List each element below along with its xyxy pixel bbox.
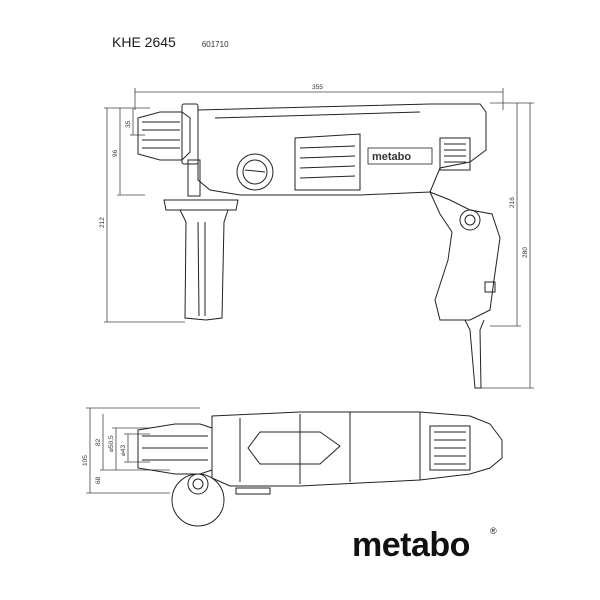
dimension-lines — [86, 88, 534, 494]
dimension-labels: 355 35 96 212 216 280 105 82 68 ⌀50,5 ⌀4… — [82, 84, 529, 484]
dim-82: 82 — [95, 438, 102, 446]
side-view-drawing — [137, 103, 501, 389]
tool-brand-plate — [367, 147, 433, 165]
dim-35: 35 — [125, 120, 132, 128]
model-name: KHE 2645 — [112, 34, 176, 50]
dim-dia-50-5: ⌀50,5 — [108, 435, 115, 452]
dim-dia-43: ⌀43 — [120, 444, 127, 456]
header: KHE 2645 601710 — [112, 34, 229, 50]
top-view-drawing — [137, 411, 503, 527]
dim-280: 280 — [522, 247, 529, 258]
dim-96: 96 — [112, 149, 119, 157]
dim-105: 105 — [82, 455, 89, 466]
brand-logo: metabo ® — [352, 526, 497, 564]
dim-212: 212 — [99, 217, 106, 228]
dim-216: 216 — [509, 197, 516, 208]
registered-mark: ® — [490, 526, 497, 536]
article-number: 601710 — [201, 40, 229, 49]
tool-brand-label: metabo — [372, 151, 411, 163]
dim-68: 68 — [95, 476, 102, 484]
brand-logo-text: metabo — [352, 526, 470, 564]
dim-length: 355 — [312, 84, 323, 91]
